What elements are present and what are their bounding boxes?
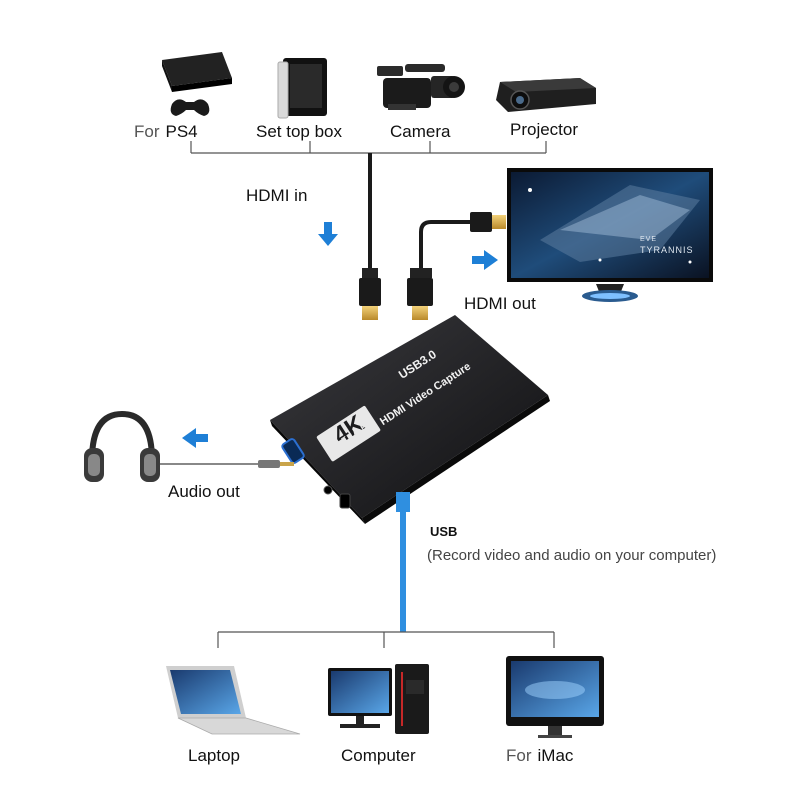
audio-cable xyxy=(160,460,294,468)
projector-icon xyxy=(496,78,596,112)
target-prefix: For xyxy=(506,746,532,765)
target-name: iMac xyxy=(537,746,574,765)
monitor-icon xyxy=(507,168,713,302)
source-label-ps4: For PS4 xyxy=(134,122,198,142)
targets-bracket xyxy=(217,631,555,648)
hdmi-in-label: HDMI in xyxy=(246,186,308,205)
source-name: PS4 xyxy=(165,122,198,141)
source-label-camera: Camera xyxy=(390,122,451,141)
hdmi-out-cable xyxy=(407,212,506,320)
hdmi-out-arrow-icon xyxy=(472,250,498,270)
hdmi-out-label: HDMI out xyxy=(464,294,536,313)
source-label-projector: Projector xyxy=(510,120,579,139)
capture-device-body xyxy=(270,315,550,524)
target-label-laptop: Laptop xyxy=(188,746,240,765)
camcorder-icon xyxy=(377,64,465,110)
hdmi-in-cable xyxy=(359,153,381,320)
source-label-set-top-box: Set top box xyxy=(256,122,343,141)
monitor-brand: EVE xyxy=(640,236,658,243)
target-label-computer: Computer xyxy=(341,746,416,765)
monitor-title: TYRANNIS xyxy=(640,245,694,255)
imac-icon xyxy=(506,656,604,738)
source-prefix: For xyxy=(134,122,160,141)
audio-out-label: Audio out xyxy=(168,482,240,501)
usb-cable xyxy=(396,492,410,632)
set-top-box-icon xyxy=(277,58,327,119)
desktop-computer-icon xyxy=(328,664,429,734)
hdmi-in-arrow-icon xyxy=(318,222,338,246)
laptop-icon xyxy=(166,666,301,735)
ps4-console-icon xyxy=(162,52,232,116)
audio-out-arrow-icon xyxy=(182,428,208,448)
headphones-icon xyxy=(84,410,160,482)
sources-bracket xyxy=(190,141,547,154)
usb-description: (Record video and audio on your computer… xyxy=(427,547,717,564)
usb-title: USB xyxy=(430,524,458,539)
